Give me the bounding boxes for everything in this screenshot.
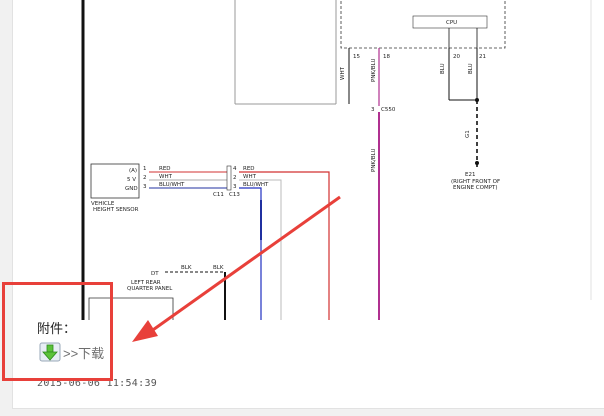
left-rear-label2: QUARTER PANEL (127, 286, 173, 292)
e21-desc1: (RIGHT FRONT OF (451, 179, 500, 185)
dt-label: DT (151, 271, 159, 277)
pin-15: 15 (353, 54, 360, 60)
wire-wht-vertical: WHT (340, 66, 346, 80)
post-timestamp: 2015-06-06 11:54:39 (37, 378, 158, 389)
blk-label: BLK (213, 265, 224, 271)
cpu-label: CPU (446, 20, 457, 26)
sensor-5v: 5 V (127, 177, 136, 183)
e21-label: E21 (465, 172, 475, 178)
pin-1: 1 (143, 166, 147, 172)
conn-pin-2: 2 (233, 175, 237, 181)
left-rear-label1: LEFT REAR (131, 280, 161, 286)
right-wire-wht: WHT (243, 174, 257, 180)
pin-3: 3 (143, 184, 147, 190)
wire-pnkblu-lower: PNK/BLU (371, 149, 377, 172)
download-arrow-icon[interactable] (39, 342, 61, 362)
blk-label-2: BLK (181, 265, 192, 271)
g-label: G1 (465, 130, 471, 138)
right-wire-red: RED (243, 166, 255, 172)
wire-pnkblu-vertical: PNK/BLU (371, 59, 377, 82)
pin-21: 21 (479, 54, 486, 60)
sensor-a: (A) (129, 168, 137, 174)
attachment-title: 附件： (37, 321, 77, 336)
sensor-name2: HEIGHT SENSOR (93, 207, 139, 213)
pin-18: 18 (383, 54, 390, 60)
c13-label: C13 (229, 192, 240, 198)
wire-bluwht-label: BLU/WHT (159, 182, 185, 188)
c11-label: C11 (213, 192, 224, 198)
sensor-name1: VEHICLE (91, 201, 115, 207)
wiring-diagram-image: CPU E21 (RIGHT FRONT OF ENGINE COMPT) G1… (81, 0, 592, 320)
pin-3b: 3 (371, 107, 375, 113)
wire-blu-vertical-2: BLU (468, 63, 474, 74)
pin-20: 20 (453, 54, 460, 60)
c550-label: C550 (381, 107, 396, 113)
download-row[interactable]: >>下载 (39, 342, 104, 362)
e21-desc2: ENGINE COMPT) (453, 185, 498, 191)
download-link[interactable]: >>下载 (63, 345, 105, 361)
annotation-highlight-box (2, 282, 113, 381)
wire-wht-label: WHT (159, 174, 173, 180)
sensor-gnd: GND (125, 186, 138, 192)
conn-pin-4: 4 (233, 166, 237, 172)
pin-2: 2 (143, 175, 147, 181)
right-wire-bluwht: BLU/WHT (243, 182, 269, 188)
wire-red-label: RED (159, 166, 171, 172)
conn-pin-3: 3 (233, 184, 237, 190)
wire-blu-vertical-1: BLU (440, 63, 446, 74)
